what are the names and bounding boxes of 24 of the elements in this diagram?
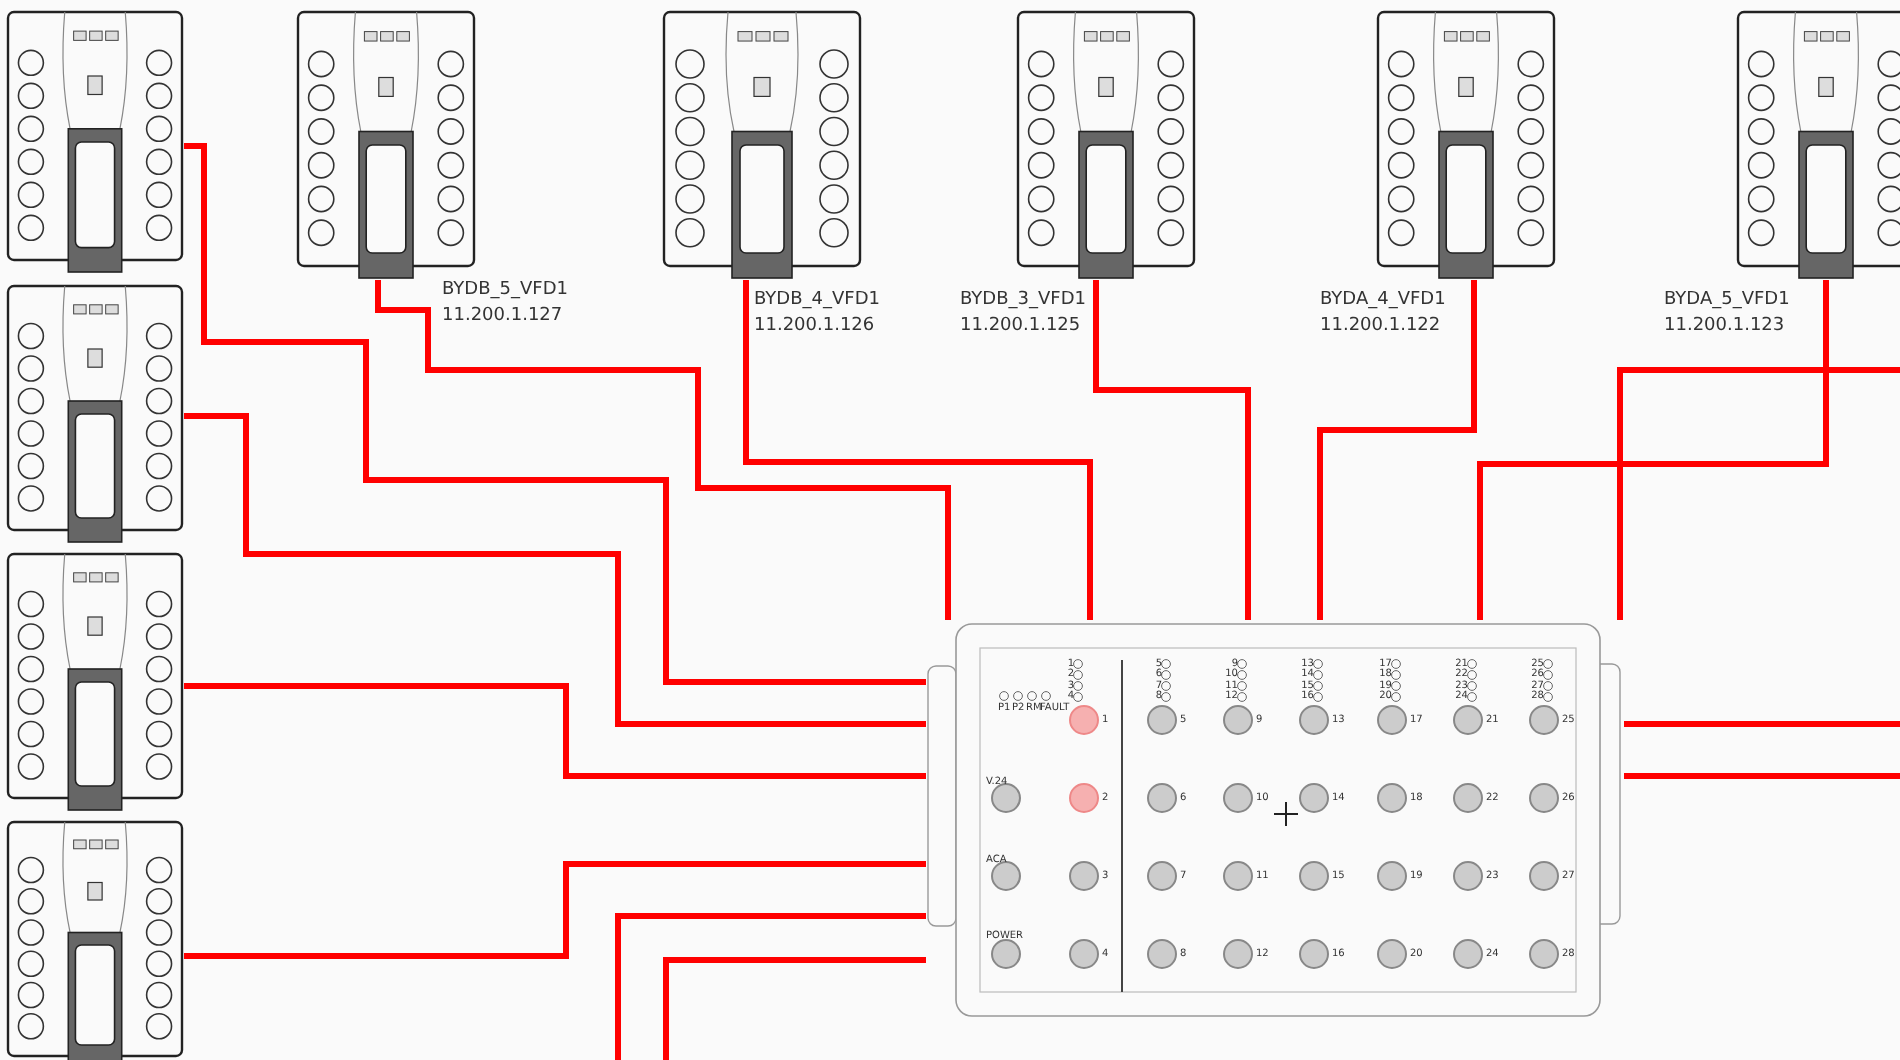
ip-address: 11.200.1.123 xyxy=(1664,314,1785,338)
ip-address: 11.200.1.122 xyxy=(1320,314,1441,338)
cable-line xyxy=(184,861,926,959)
device-name: BYDB_5_VFD1 xyxy=(442,278,568,302)
cable-line xyxy=(1617,367,1900,620)
cable-line xyxy=(184,683,926,779)
cable-line xyxy=(743,280,1093,620)
cable-line xyxy=(375,280,951,620)
cable-line xyxy=(184,413,926,727)
cable-line xyxy=(1477,280,1829,620)
device-name: BYDA_4_VFD1 xyxy=(1320,288,1446,312)
cable-line xyxy=(663,957,926,1060)
ip-address: 11.200.1.127 xyxy=(442,304,563,328)
cable-line xyxy=(1624,773,1900,779)
device-name: BYDB_3_VFD1 xyxy=(960,288,1086,312)
ip-address: 11.200.1.126 xyxy=(754,314,875,338)
cable-line xyxy=(1317,280,1477,620)
cable-line xyxy=(1624,721,1900,727)
cable-line xyxy=(1093,280,1251,620)
device-name: BYDA_5_VFD1 xyxy=(1664,288,1790,312)
cable-line xyxy=(184,143,926,685)
ip-address: 11.200.1.125 xyxy=(960,314,1081,338)
device-name: BYDB_4_VFD1 xyxy=(754,288,880,312)
cable-line xyxy=(615,913,926,1060)
